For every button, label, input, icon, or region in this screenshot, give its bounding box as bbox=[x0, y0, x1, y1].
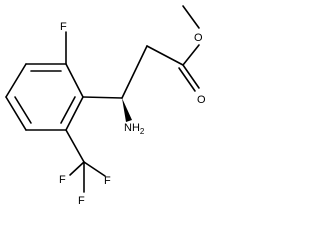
stereo-wedge-bond bbox=[122, 98, 132, 122]
amine-label: NH2 bbox=[124, 122, 145, 136]
cf3-fluorine-left-label: F bbox=[59, 174, 66, 186]
ring-double-inner-right bbox=[60, 96, 76, 124]
ring-bond-1 bbox=[65, 63, 84, 98]
amine-nh: NH bbox=[124, 122, 140, 134]
ring-double-inner-left bbox=[14, 96, 32, 124]
carbonyl-oxygen-label: O bbox=[197, 94, 206, 106]
bond-ring-cf3 bbox=[65, 129, 85, 163]
fluorine-top-label: F bbox=[60, 21, 67, 33]
bond-ester-oxygen-carbonyl bbox=[182, 44, 200, 66]
structural-formula: F O O NH2 F F F bbox=[5, 5, 206, 207]
ring-bond-6 bbox=[65, 96, 84, 131]
ring-bond-3 bbox=[5, 63, 27, 98]
bond-carbonyl-double-1 bbox=[182, 64, 200, 89]
cf3-fluorine-right-label: F bbox=[104, 175, 111, 187]
ester-oxygen-label: O bbox=[194, 32, 203, 44]
ring-bond-4 bbox=[5, 96, 27, 131]
cf3-fluorine-bottom-label: F bbox=[78, 195, 85, 207]
bond-carbonyl-double-2 bbox=[178, 67, 196, 92]
amine-subscript: 2 bbox=[140, 127, 145, 136]
bond-cf3-f-left bbox=[69, 161, 85, 176]
bond-carbonyl-ch2 bbox=[146, 45, 184, 66]
bond-chiral-ring bbox=[82, 96, 123, 99]
bond-cf3-f-right bbox=[83, 161, 106, 177]
bond-methyl-oxygen bbox=[182, 5, 200, 29]
bond-ch2-chiral bbox=[121, 45, 148, 99]
